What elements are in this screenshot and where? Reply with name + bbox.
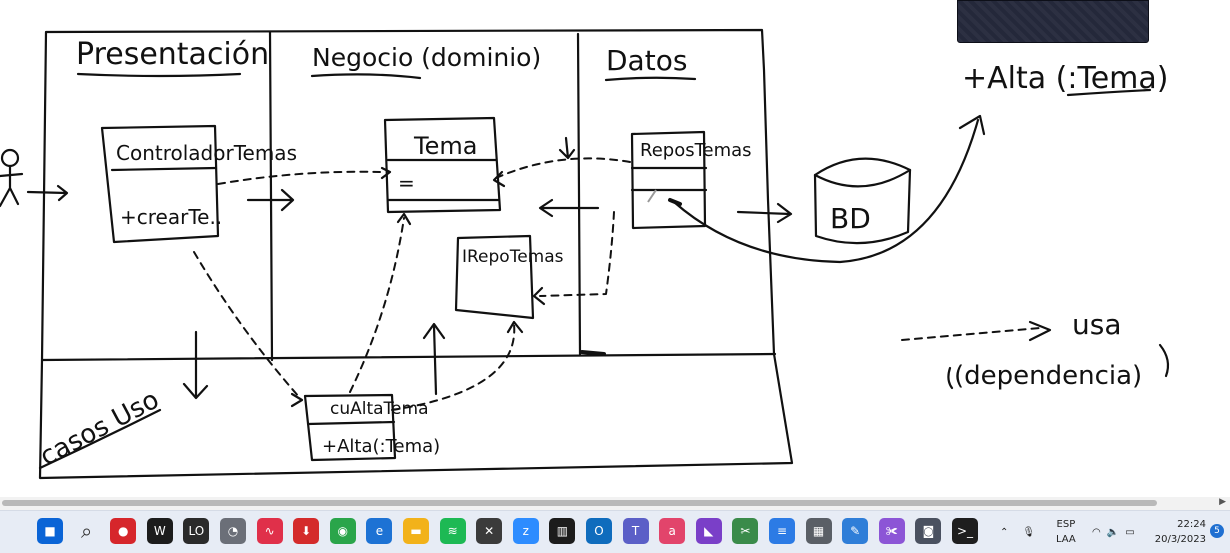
- folder-icon[interactable]: ▬: [403, 518, 429, 544]
- db-label: BD: [830, 202, 871, 235]
- xbox-icon[interactable]: ✕: [476, 518, 503, 544]
- search-icon[interactable]: ⌕: [73, 518, 100, 544]
- edge-icon[interactable]: e: [366, 518, 393, 544]
- wave2-icon[interactable]: ▥: [549, 518, 576, 544]
- volume-icon: 🔈: [1106, 526, 1120, 538]
- gauge-icon[interactable]: ◔: [220, 518, 246, 544]
- tema-class-name: Tema: [413, 132, 477, 160]
- clock-time: 22:24: [1177, 519, 1206, 530]
- pencil-cursor-icon: [647, 189, 657, 203]
- usecase-class-name: cuAltaTema: [330, 399, 429, 419]
- scrollbar-thumb[interactable]: [2, 500, 1157, 506]
- clock[interactable]: 22:24 20/3/2023: [1155, 517, 1206, 547]
- video-overlay: [957, 0, 1149, 43]
- wave-icon[interactable]: W: [146, 518, 173, 544]
- column-presentacion-label: Presentación: [76, 37, 269, 72]
- db-cylinder: [813, 157, 912, 245]
- spotify-icon[interactable]: ≋: [439, 518, 466, 544]
- usecase-box: [303, 393, 397, 462]
- column-divider-2: [576, 32, 582, 356]
- repo-class-name: ReposTemas: [640, 140, 752, 161]
- lang-top: ESP: [1056, 519, 1076, 530]
- column-negocio-label: Negocio (dominio): [312, 43, 541, 72]
- column-divider-1: [268, 30, 274, 362]
- diagram-drawing: Presentación Negocio (dominio) Datos cas…: [0, 28, 1170, 480]
- app-pink-icon[interactable]: a: [659, 518, 686, 544]
- teams-icon[interactable]: T: [622, 518, 649, 544]
- controller-method: +crearTe..: [120, 205, 222, 229]
- language-indicator[interactable]: ESP LAA: [1056, 517, 1076, 547]
- controller-box: [100, 124, 220, 244]
- lang-bottom: LAA: [1056, 534, 1076, 545]
- start-icon[interactable]: ■: [37, 518, 63, 544]
- tema-attribute: =: [398, 171, 415, 195]
- clock-date: 20/3/2023: [1154, 534, 1206, 545]
- irepo-class-name: IRepoTemas: [462, 247, 564, 267]
- outlook-icon[interactable]: O: [586, 518, 612, 544]
- whiteboard-canvas[interactable]: Presentación Negocio (dominio) Datos cas…: [0, 0, 1230, 497]
- download-icon[interactable]: ⬇: [293, 518, 320, 544]
- notification-badge[interactable]: 5: [1210, 524, 1224, 538]
- pulse-icon[interactable]: ∿: [256, 518, 283, 544]
- scroll-right-arrow-icon[interactable]: ▶: [1219, 497, 1226, 507]
- camera-icon[interactable]: ◙: [915, 518, 942, 544]
- usecase-method: +Alta(:Tema): [322, 436, 440, 457]
- wifi-icon: ◠: [1092, 526, 1101, 538]
- layer-divider: [40, 352, 777, 362]
- whiteboard-icon[interactable]: ✎: [842, 518, 869, 544]
- system-tray: ⌃ 🎙: [1000, 511, 1035, 553]
- legend-dependencia: (dependencia): [954, 361, 1142, 391]
- tema-box: [383, 116, 502, 214]
- status-icons[interactable]: ◠ 🔈 ▭: [1092, 511, 1135, 553]
- microphone-icon[interactable]: 🎙: [1022, 526, 1036, 538]
- alta-note: +Alta (:Tema): [962, 61, 1168, 96]
- tray-chevron-icon[interactable]: ⌃: [1000, 526, 1009, 538]
- battery-icon: ▭: [1125, 526, 1135, 538]
- snip-icon[interactable]: ✀: [878, 518, 905, 544]
- terminal-icon[interactable]: >_: [952, 518, 978, 544]
- irepo-box: [454, 234, 535, 320]
- horizontal-scrollbar[interactable]: ▶: [0, 497, 1230, 510]
- layer-casos-uso-label: casos Uso: [35, 385, 164, 473]
- column-datos-label: Datos: [606, 44, 687, 77]
- zoom-icon[interactable]: z: [512, 518, 539, 544]
- notepad-icon[interactable]: ≡: [769, 518, 795, 544]
- app-red-icon[interactable]: ●: [110, 518, 137, 544]
- tools-icon[interactable]: ✂: [732, 518, 759, 544]
- controller-class-name: ControladorTemas: [116, 141, 297, 165]
- lol-icon[interactable]: LO: [183, 518, 210, 544]
- chrome-icon[interactable]: ◉: [329, 518, 356, 544]
- legend-usa: usa: [1072, 308, 1122, 341]
- vs-icon[interactable]: ◣: [695, 518, 722, 544]
- calculator-icon[interactable]: ▦: [805, 518, 832, 544]
